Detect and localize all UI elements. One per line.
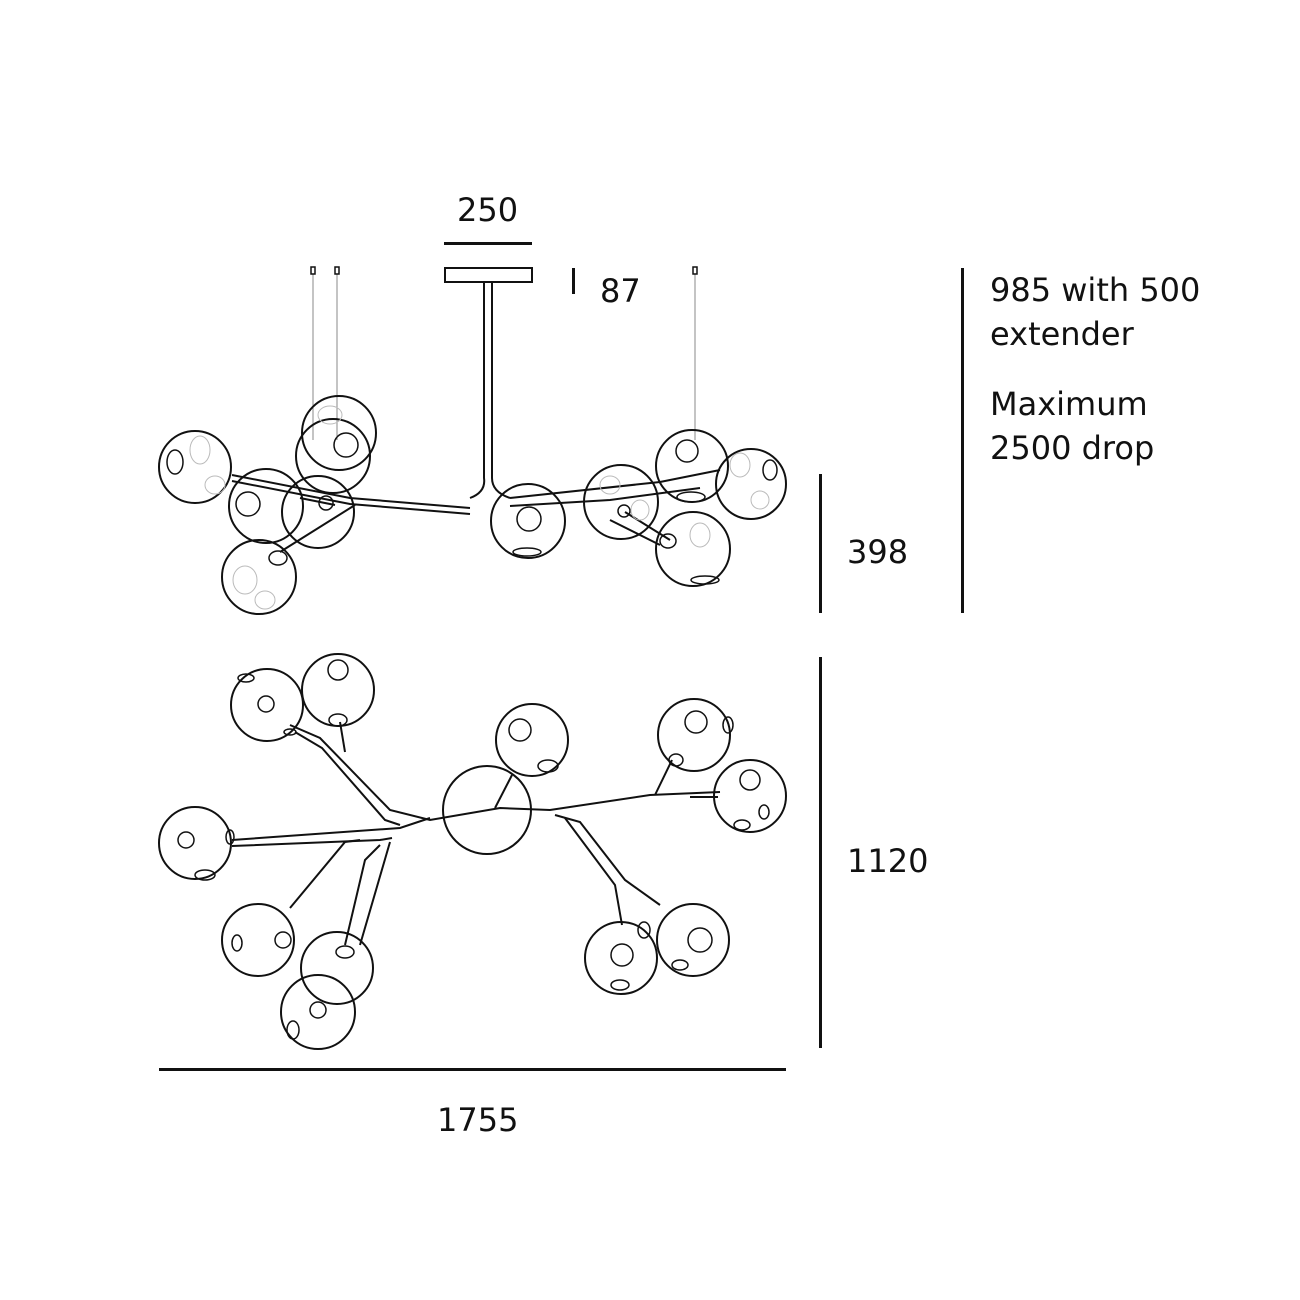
central-stem xyxy=(469,282,511,499)
dim-label-canopy-width: 250 xyxy=(457,191,519,229)
dim-label-overall-width: 1755 xyxy=(437,1101,519,1139)
dim-label-side-height: 398 xyxy=(847,533,909,571)
plan-branch-top xyxy=(289,724,721,822)
dim-line-side-height xyxy=(819,474,822,613)
note-max-drop-line-2: 2500 drop xyxy=(990,429,1155,467)
plan-branch-down-right-2 xyxy=(564,817,623,926)
plan-branch-left-upper xyxy=(231,817,431,841)
note-extender: 985 with 500 extender xyxy=(990,268,1200,356)
plan-stub-center xyxy=(494,774,513,809)
dim-label-canopy-height: 87 xyxy=(600,272,641,310)
plan-branch-down-left xyxy=(289,839,361,909)
dim-line-plan-depth xyxy=(819,657,822,1048)
plan-branch-down-mid-2 xyxy=(359,841,391,946)
note-extender-line-1: 985 with 500 xyxy=(990,271,1201,309)
sub-branches xyxy=(279,497,671,553)
plan-branch-down-right xyxy=(554,814,661,906)
canopy xyxy=(444,267,533,283)
right-branch xyxy=(509,469,721,507)
suspension-wires xyxy=(312,274,696,440)
side-globes xyxy=(158,395,787,615)
side-elevation-view xyxy=(158,266,787,615)
wire-anchors xyxy=(310,266,698,275)
note-max-drop: Maximum 2500 drop xyxy=(990,382,1154,470)
dim-line-canopy-height xyxy=(572,268,575,294)
note-max-drop-line-1: Maximum xyxy=(990,385,1148,423)
note-extender-line-2: extender xyxy=(990,315,1134,353)
plan-branch-left-lower xyxy=(231,837,393,847)
plan-globes xyxy=(158,653,787,1050)
plan-stub-1 xyxy=(339,721,346,753)
dim-label-plan-depth: 1120 xyxy=(847,842,929,880)
left-branch xyxy=(231,474,471,515)
dim-line-canopy-width xyxy=(444,242,532,245)
plan-branch-top-inner xyxy=(294,731,401,826)
side-globe-texture xyxy=(189,405,770,610)
plan-branch-down-mid xyxy=(344,844,381,946)
plan-stub-right-1 xyxy=(654,759,673,796)
dim-line-extender xyxy=(961,268,964,613)
dim-line-overall-width xyxy=(159,1068,786,1071)
side-globe-openings xyxy=(166,432,778,585)
plan-globe-openings xyxy=(177,659,770,1040)
plan-view xyxy=(158,653,787,1050)
